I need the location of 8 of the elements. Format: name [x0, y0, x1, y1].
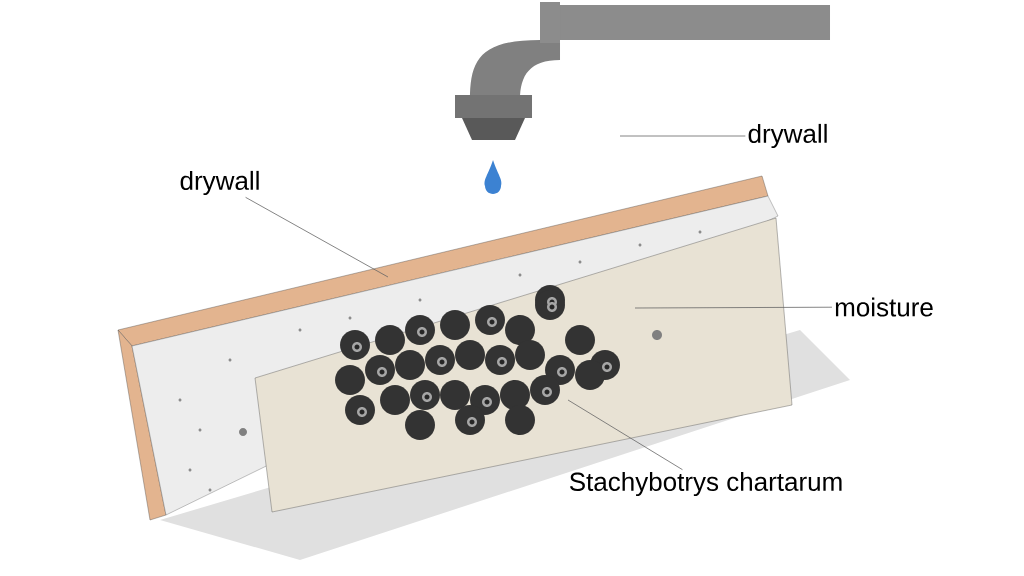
label-text: moisture	[835, 297, 933, 317]
label-text: drywall	[180, 170, 259, 196]
label-text: Stachybotrys chartarum	[569, 471, 842, 497]
leader-line	[634, 306, 833, 309]
leader-line	[245, 196, 389, 278]
label-text: drywall	[748, 123, 827, 149]
leader-line	[567, 399, 683, 471]
leader-line	[619, 135, 746, 137]
